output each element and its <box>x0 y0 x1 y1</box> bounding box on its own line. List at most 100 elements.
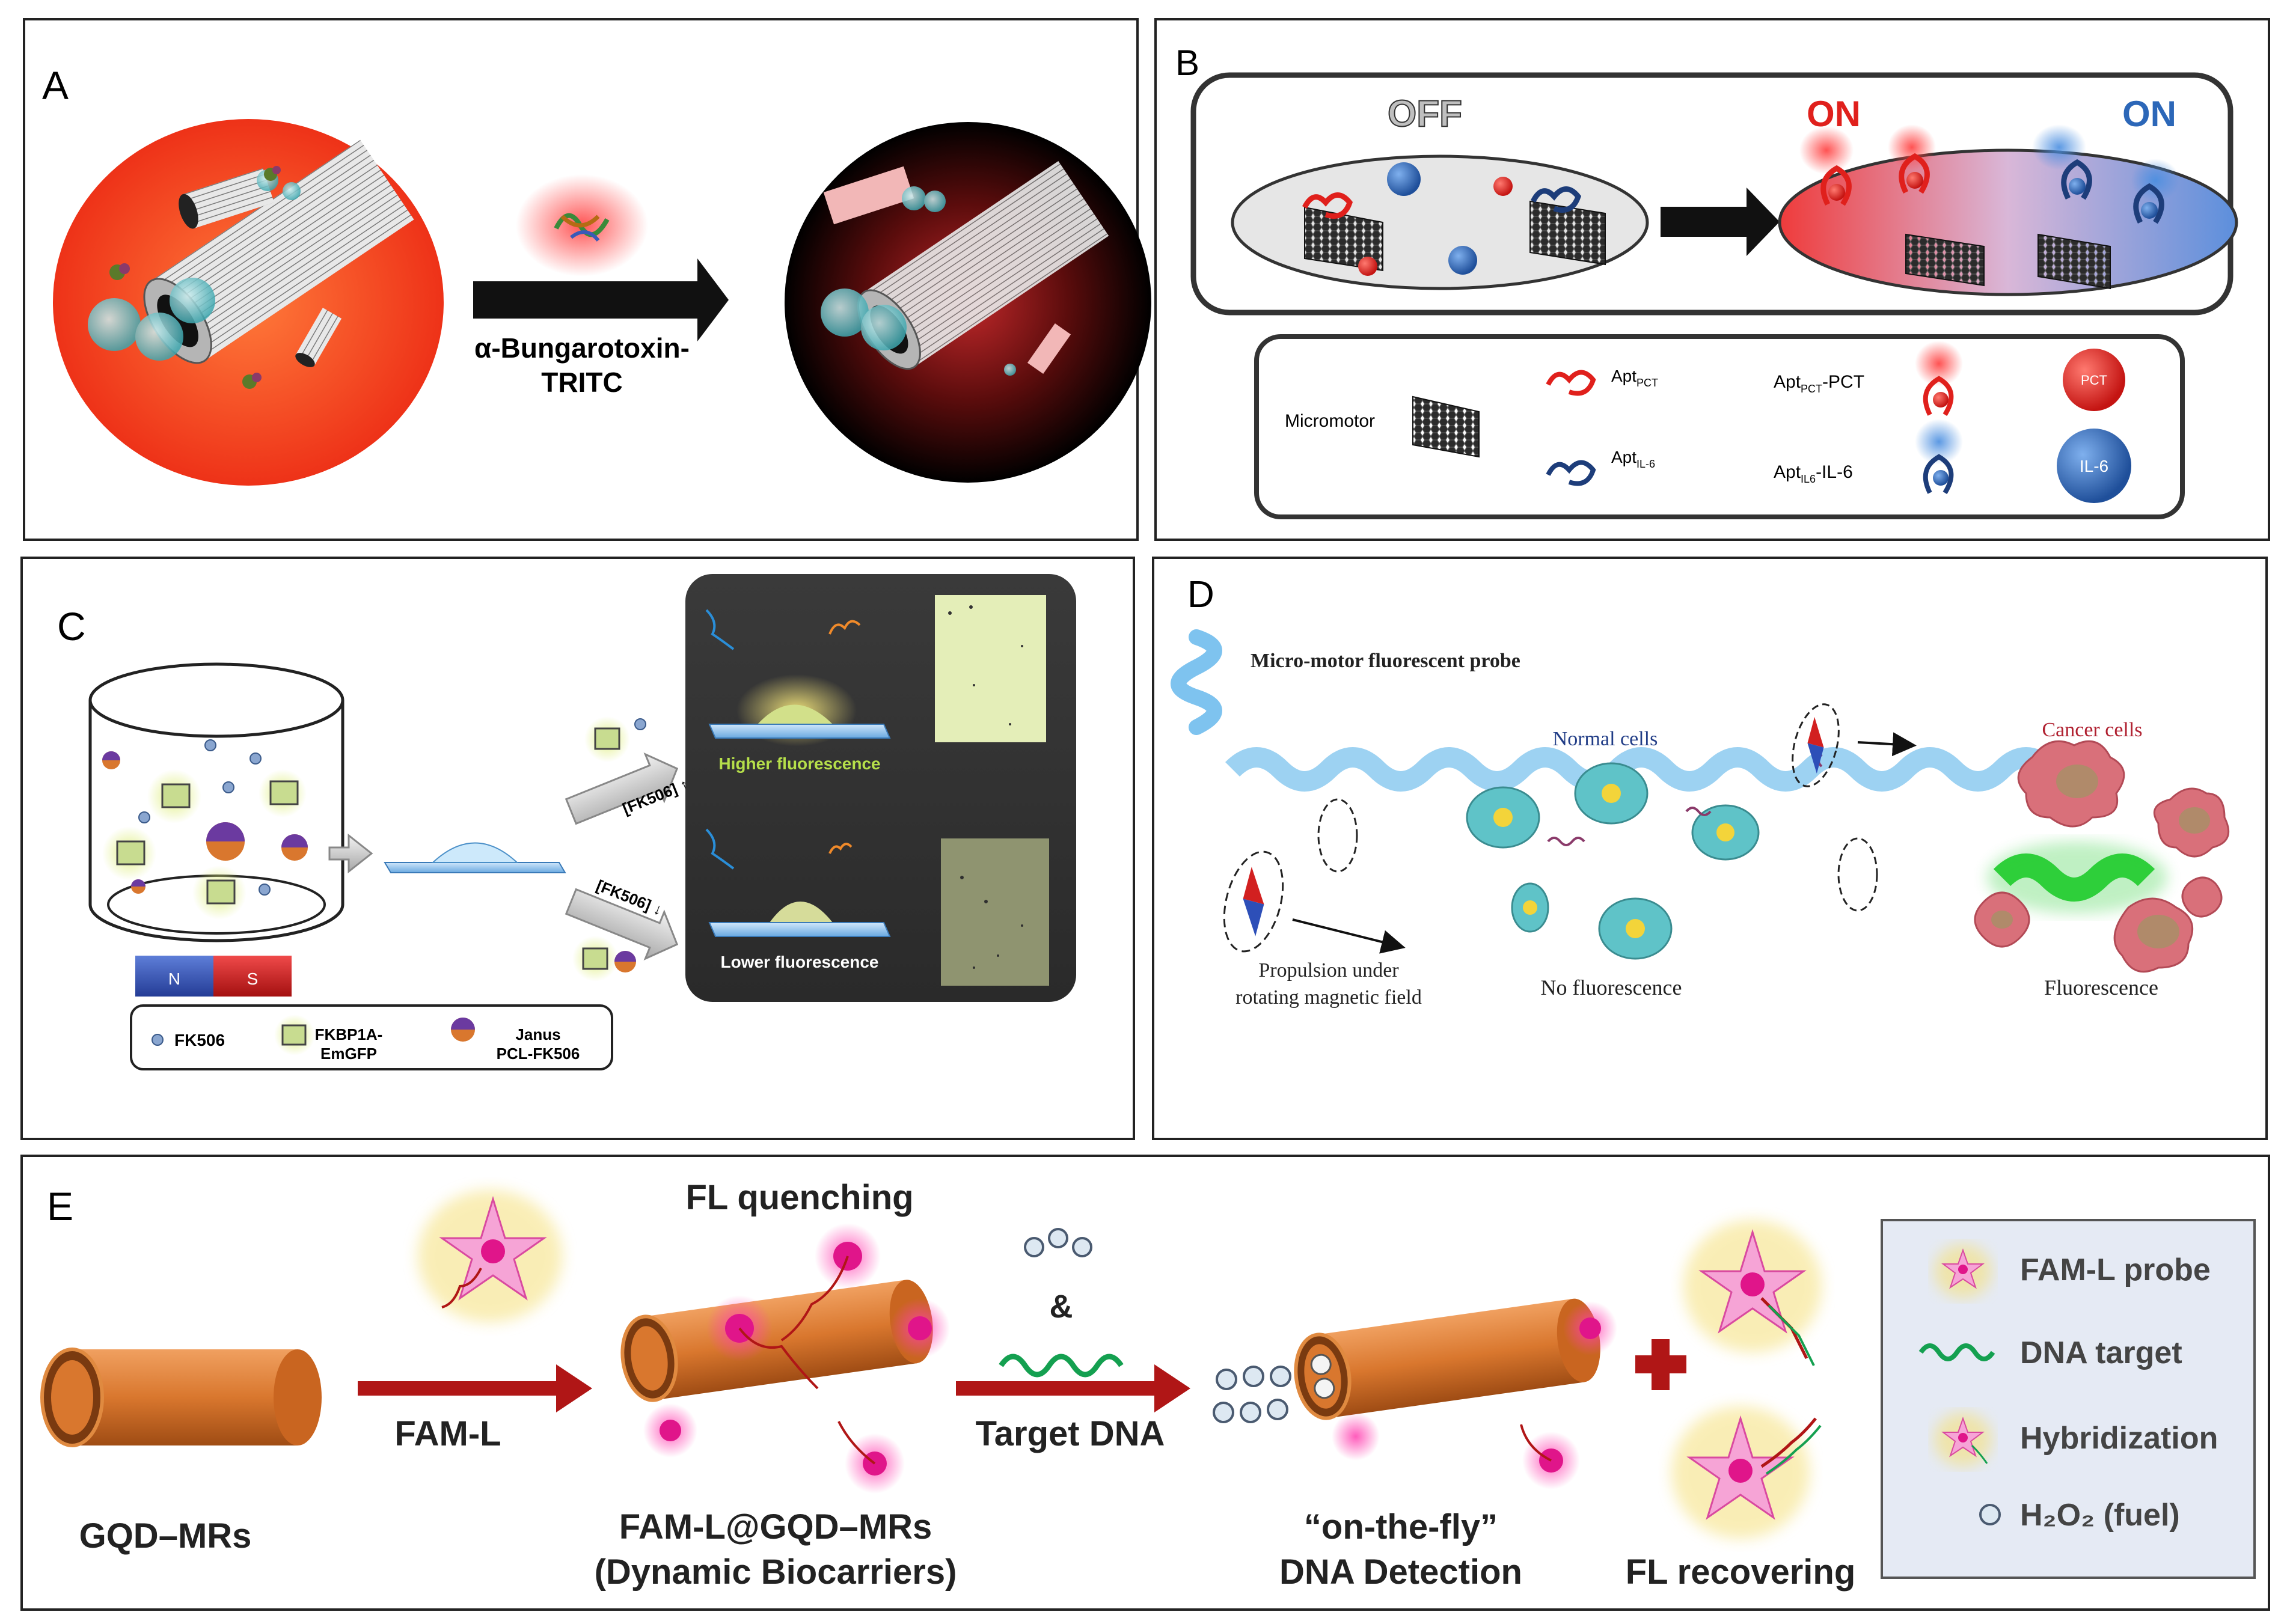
propulsion-label-line1: Propulsion under <box>1258 959 1399 981</box>
panel-c: C <box>20 557 1135 1140</box>
receptor-proteins <box>109 166 281 389</box>
apt-pct-complex-icon <box>1923 376 1954 417</box>
arrow-c-down <box>565 888 679 961</box>
panel-a-letter: A <box>42 63 69 108</box>
no-fluorescence-label: No fluorescence <box>1541 975 1682 1000</box>
pct-protein-off-1 <box>1493 177 1513 196</box>
janus-particles-in-beaker <box>102 751 308 894</box>
micromotor-tube-large <box>143 139 414 364</box>
panel-e: E GQD–MRs FAM-L FL quenching <box>20 1155 2270 1611</box>
swimmer-icon-1 <box>1223 850 1284 953</box>
on-the-fly-label-line2: DNA Detection <box>1279 1552 1522 1592</box>
apt-il6-complex-glow <box>1915 419 1963 465</box>
legend-janus-line2: PCL-FK506 <box>497 1045 580 1063</box>
magnet-n-pole <box>135 956 213 997</box>
bungarotoxin-molecule-icon <box>554 213 610 242</box>
fk506-dot-icon <box>152 1034 164 1046</box>
arrow-a-label-line2: TRITC <box>541 367 622 398</box>
pct-protein-icon <box>2063 349 2125 411</box>
il6-protein-off-2 <box>1448 246 1477 275</box>
swim-direction-arrow <box>1857 732 1917 757</box>
normal-cells <box>1466 762 1760 960</box>
rotation-indicator-1 <box>1317 798 1358 873</box>
pct-ball-label: PCT <box>2081 373 2107 388</box>
cancer-cells <box>1974 740 2230 973</box>
arrow-c-to-slide <box>328 833 373 874</box>
apt-il6-complex-icon <box>1923 454 1954 495</box>
fam-gqd-label-line2: (Dynamic Biocarriers) <box>595 1552 957 1592</box>
swimmer-icon-2 <box>1792 703 1840 787</box>
legend-fam-l-probe: FAM-L probe <box>2020 1253 2211 1287</box>
panel-a: A <box>23 18 1151 541</box>
recovered-probe-2 <box>1671 1406 1822 1539</box>
higher-fluorescence-label: Higher fluorescence <box>718 754 880 773</box>
aptamers-off <box>1302 186 1582 219</box>
micromotor-cone-icon <box>1412 395 1480 458</box>
apt-pct-icon <box>1546 370 1596 396</box>
gqd-mr-tube <box>40 1348 322 1447</box>
fkbp-emgfp-in-beaker <box>102 769 307 920</box>
legend-fkbp-line2: EmGFP <box>320 1045 377 1063</box>
arrow-a-label-line1: α-Bungarotoxin- <box>474 332 690 364</box>
cancer-cells-label: Cancer cells <box>2042 719 2142 741</box>
h2o2-bubbles-top <box>1024 1228 1092 1257</box>
probe-helix-icon <box>1171 629 1222 735</box>
micromotor-cones-on <box>1905 233 2111 290</box>
probe-label: Micro-motor fluorescent probe <box>1251 650 1520 672</box>
janus-particle-icon-top <box>451 1018 475 1030</box>
arrow-e1-head <box>556 1364 592 1412</box>
legend-probe-icon <box>1934 1244 1992 1298</box>
fluorescence-label: Fluorescence <box>2044 975 2158 1000</box>
legend-dna-target: DNA target <box>2020 1336 2182 1370</box>
rotation-indicator-2 <box>1837 837 1878 912</box>
micromotor-tube-bound-tiny <box>1027 323 1071 374</box>
fam-l-label: FAM-L <box>394 1414 501 1453</box>
propulsion-arrow <box>1292 918 1406 954</box>
magnet-n-label: N <box>168 969 180 988</box>
legend-fk506: FK506 <box>174 1031 225 1049</box>
arrow-e2-head <box>1154 1364 1190 1412</box>
fam-l-gqd-mr-tube <box>620 1280 933 1402</box>
il6-protein-icon <box>2057 429 2131 503</box>
micrograph-bright-specks <box>948 605 1023 725</box>
micrograph-dim <box>941 838 1049 986</box>
legend-h2o2: H₂O₂ (fuel) <box>2020 1498 2180 1533</box>
arrow-a-shaft <box>473 281 702 319</box>
fl-recovering-label: FL recovering <box>1626 1552 1856 1592</box>
teal-microspheres-bound <box>821 186 1016 376</box>
on-capsule <box>1778 148 2238 296</box>
panel-b: B OFF ON ON <box>1154 18 2270 541</box>
propulsion-label-line2: rotating magnetic field <box>1235 986 1422 1009</box>
complex-lower <box>572 936 636 981</box>
beaker <box>88 662 344 942</box>
panel-c-letter: C <box>57 604 86 649</box>
arrow-c-up <box>565 752 679 825</box>
panel-b-letter: B <box>1175 43 1199 83</box>
micromotor-tube-tiny <box>295 308 342 367</box>
off-label: OFF <box>1388 93 1462 135</box>
h2o2-bubbles-side <box>1213 1366 1291 1423</box>
apt-il6-icon <box>1546 460 1596 486</box>
higher-fluorescence-result <box>705 609 891 746</box>
il6-ball-label: IL-6 <box>2080 457 2108 475</box>
plus-icon <box>1635 1339 1686 1390</box>
panel-d: D Micro-motor fluorescent probe Normal c… <box>1152 557 2268 1140</box>
on-the-fly-label-line1: “on-the-fly” <box>1304 1507 1498 1546</box>
apt-il6-complex-ball <box>1933 470 1949 486</box>
fkbp-emgfp-icon <box>281 1024 307 1046</box>
micromotor-cones-off <box>1304 200 1606 272</box>
droplet-on-slide <box>384 842 566 873</box>
recovered-probe-1 <box>1683 1220 1822 1366</box>
legend-b <box>1254 334 2185 519</box>
panel-d-letter: D <box>1187 574 1214 615</box>
magnet-s-pole <box>213 956 292 997</box>
quenched-fam-probes <box>643 1223 950 1494</box>
panel-e-letter: E <box>47 1184 73 1229</box>
legend-apt-pct-pct: AptPCT-PCT <box>1774 372 1864 395</box>
fam-gqd-label-line1: FAM-L@GQD–MRs <box>619 1507 932 1546</box>
legend-apt-il6-il6: AptIL6-IL-6 <box>1774 462 1853 485</box>
legend-micromotor: Micromotor <box>1285 411 1375 431</box>
micrograph-bright <box>935 595 1046 742</box>
teal-microspheres <box>88 169 301 361</box>
